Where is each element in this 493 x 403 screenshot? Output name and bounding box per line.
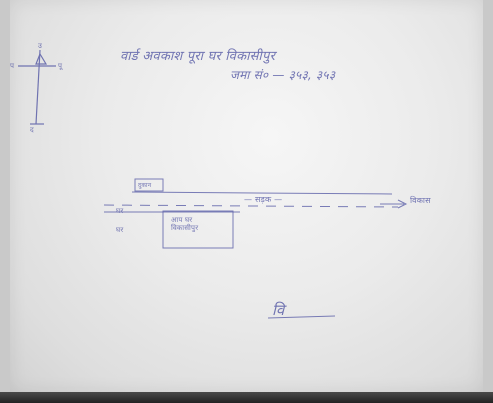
road-lines	[103, 191, 408, 213]
bottom-edge-shadow	[0, 392, 493, 403]
compass-north-label: उ	[38, 42, 43, 50]
signature: वि	[272, 301, 285, 319]
plot-label: आप घर विकासीपुर	[171, 216, 199, 232]
file-number: जमा सं० — ३५३, ३५३	[230, 68, 336, 82]
compass-east-label: पू	[58, 62, 63, 70]
road-label: — सड़क —	[244, 195, 283, 204]
shop-label: दुकान	[138, 182, 152, 189]
compass-icon	[18, 49, 56, 125]
paper-sheet	[10, 0, 483, 392]
road-destination: विकास	[410, 196, 431, 205]
side-label-bottom: घर	[116, 226, 124, 234]
document-title: वार्ड अवकाश पूरा घर विकासीपुर	[120, 49, 276, 64]
compass-west-label: प	[10, 62, 15, 70]
side-label-top: घर	[116, 207, 124, 215]
plot-box	[162, 210, 234, 249]
compass-south-label: द	[30, 126, 34, 134]
shop-box	[134, 178, 164, 192]
signature-underline	[267, 315, 336, 319]
